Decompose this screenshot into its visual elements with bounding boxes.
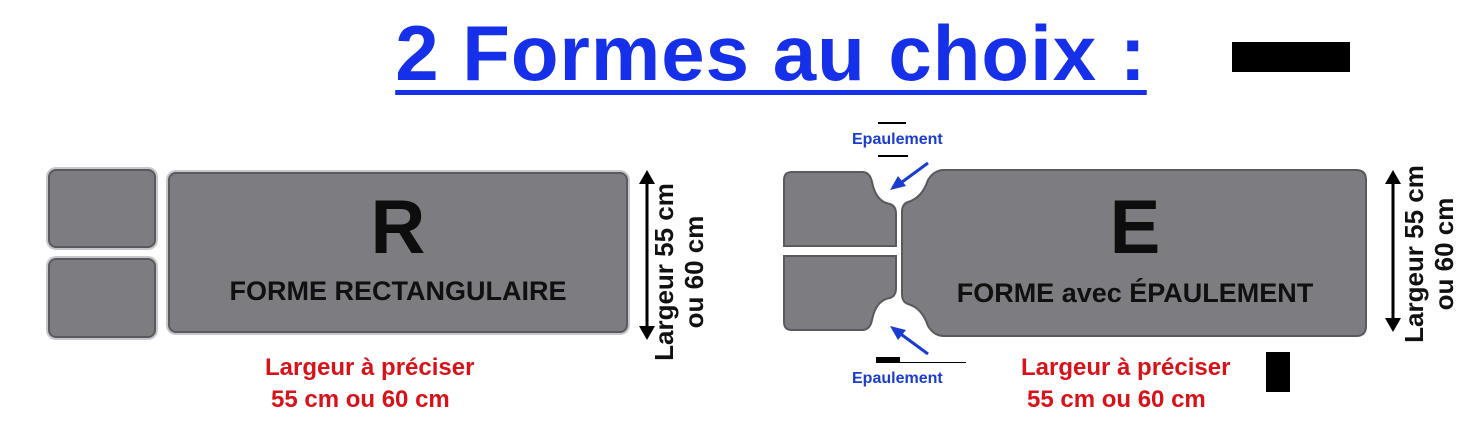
page-title: 2 Formes au choix : [395,9,1147,97]
left-width-note: Largeur à préciser 55 cm ou 60 cm [265,354,475,413]
shoulder-head-pads [783,171,897,331]
width-arrow-icon [639,170,655,340]
shoulder-label-bottom: Epaulement [852,370,943,387]
shoulder-main-pad [901,169,1367,337]
shape-letter-e: E [1109,185,1161,270]
right-width-note: Largeur à préciser 55 cm ou 60 cm [1021,354,1231,413]
head-pad-top [48,169,156,248]
shoulder-top-rule [878,155,908,157]
shoulder-caption: FORME avec ÉPAULEMENT [956,278,1314,308]
shape-letter-r: R [370,185,426,270]
shoulder-bottom-rule [876,362,966,363]
redaction-block [876,357,900,362]
redaction-block [1232,42,1350,72]
right-width-label: Largeur 55 cm ou 60 cm [1399,165,1459,343]
shoulder-top-tick [878,122,906,124]
left-width-label: Largeur 55 cm ou 60 cm [649,183,709,361]
rectangular-caption: FORME RECTANGULAIRE [229,276,567,306]
arrow-down-left-icon [890,161,929,190]
rectangular-main-pad [168,172,628,333]
head-pad-bottom [48,258,156,338]
shoulder-label-top: Epaulement [852,131,943,148]
width-arrow-icon [1385,170,1401,332]
arrow-up-left-icon [890,326,929,356]
redaction-block [1266,352,1290,392]
